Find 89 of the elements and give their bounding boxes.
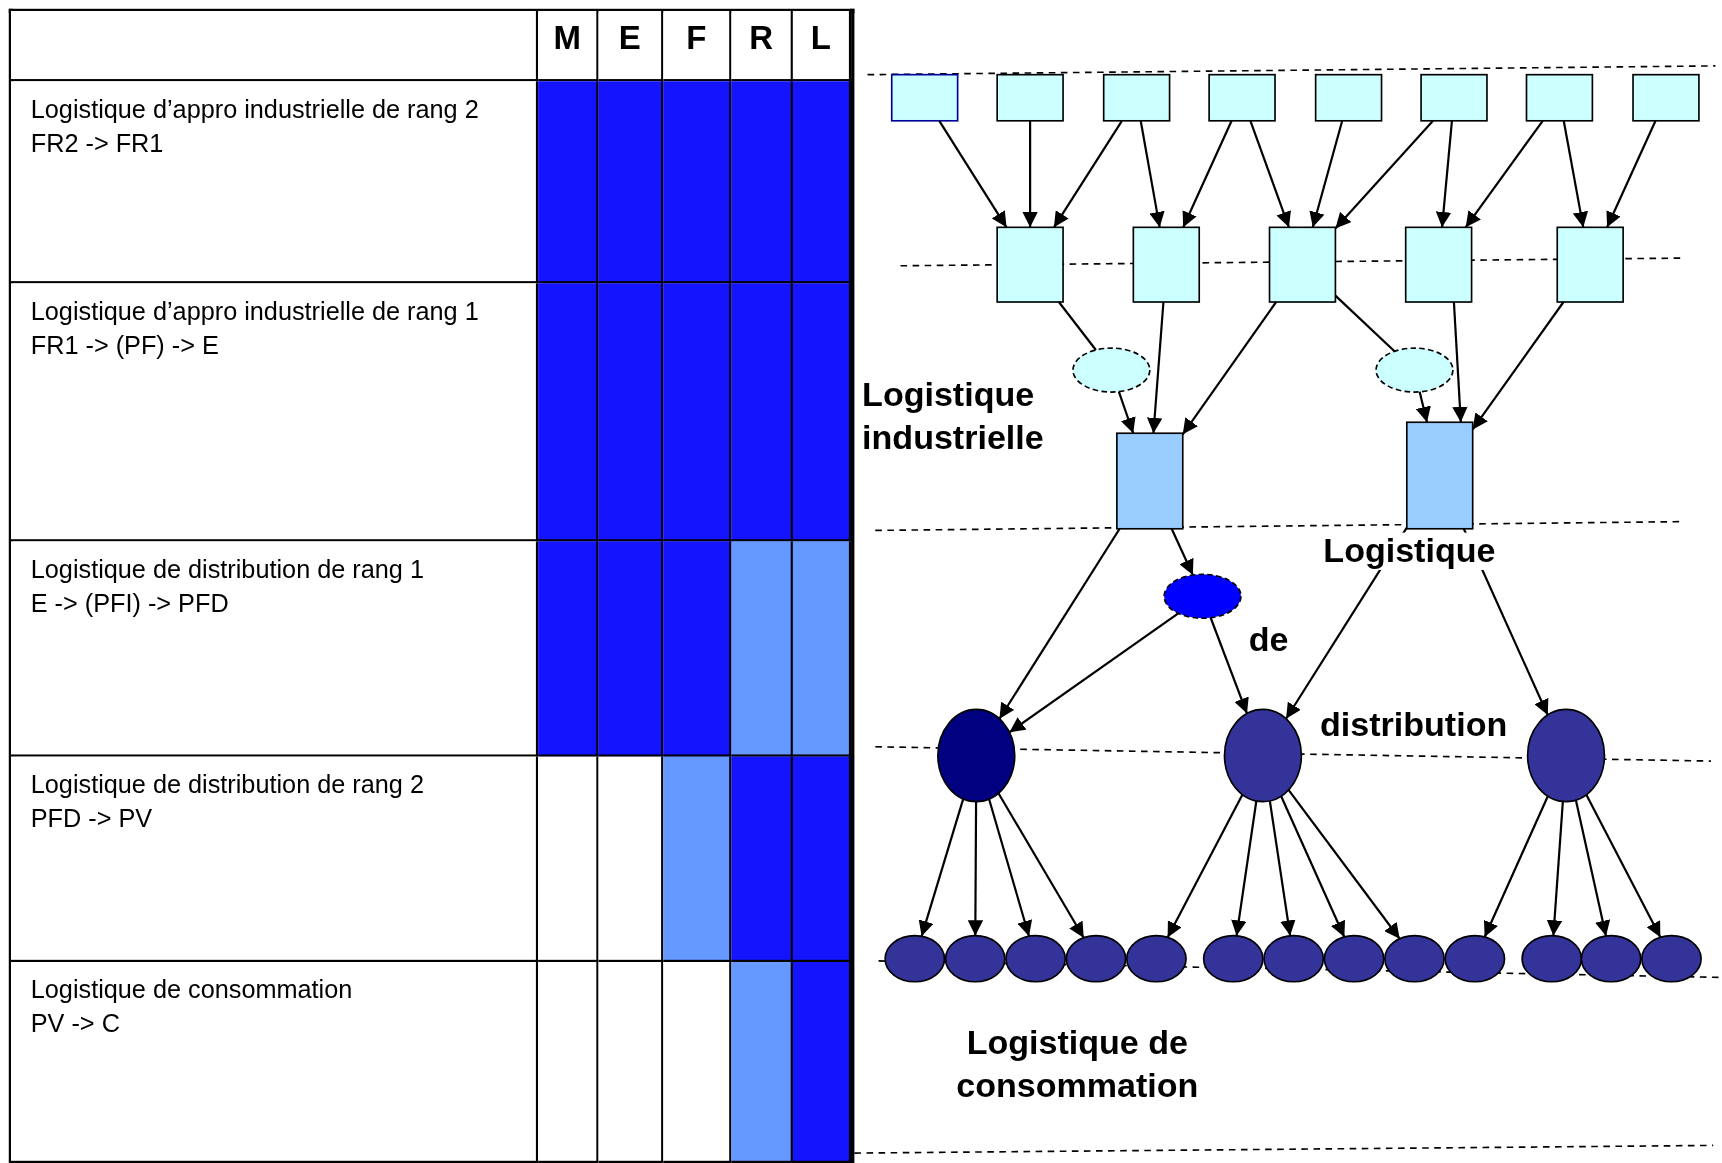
supplier-box xyxy=(1525,73,1594,122)
section-label: Logistique industrielle xyxy=(862,374,1045,459)
arrow xyxy=(1209,617,1249,714)
distribution-circle xyxy=(1526,708,1606,803)
arrow xyxy=(1181,301,1277,435)
retail-ellipse xyxy=(1384,934,1445,983)
arrow xyxy=(1170,528,1194,576)
supplier-box xyxy=(996,73,1064,122)
warehouse-ellipse xyxy=(1163,573,1242,620)
arrow xyxy=(938,120,1008,228)
arrow xyxy=(1287,789,1401,940)
row-label: Logistique de distribution de rang 2 xyxy=(30,768,425,801)
row-label: Logistique d’appro industrielle de rang 2 xyxy=(30,93,480,125)
supplier-box xyxy=(1208,73,1276,122)
arrow xyxy=(1606,120,1657,228)
arrow xyxy=(1585,794,1662,938)
arrow xyxy=(967,801,984,936)
arrow xyxy=(1452,301,1468,423)
distribution-circle xyxy=(937,708,1016,803)
section-label: Logistique xyxy=(1323,532,1496,570)
row-label: Logistique de consommation xyxy=(30,974,354,1006)
arrow xyxy=(1146,301,1165,434)
retail-ellipse xyxy=(884,934,946,983)
supplier-box xyxy=(890,73,959,122)
supplier-box xyxy=(996,226,1064,303)
supplier-box xyxy=(1314,73,1383,122)
supplier-box xyxy=(1268,226,1337,303)
arrow xyxy=(997,792,1085,939)
supplier-box xyxy=(1132,226,1201,303)
column-header: M xyxy=(538,11,599,82)
dashed-ellipse xyxy=(1375,347,1454,393)
arrow xyxy=(1166,794,1244,938)
retail-ellipse xyxy=(1263,934,1325,983)
arrow xyxy=(1334,120,1434,230)
arrow xyxy=(1182,120,1233,228)
supplier-box xyxy=(1404,226,1473,303)
column-header: E xyxy=(598,11,664,82)
factory-box xyxy=(1116,432,1184,530)
arrow xyxy=(1471,301,1565,431)
distribution-circle xyxy=(1223,708,1303,803)
arrow xyxy=(1139,120,1165,228)
arrow xyxy=(1309,120,1344,228)
retail-ellipse xyxy=(1323,934,1385,983)
arrow xyxy=(1562,120,1589,228)
arrow xyxy=(1464,120,1544,228)
retail-ellipse xyxy=(1641,934,1702,983)
arrow xyxy=(1280,795,1346,938)
arrow xyxy=(1231,800,1258,936)
column-header: R xyxy=(731,11,793,82)
retail-ellipse xyxy=(1125,934,1187,983)
arrow xyxy=(998,528,1121,720)
arrow xyxy=(1546,801,1564,936)
row-formula: FR2 -> FR1 xyxy=(30,127,164,160)
row-label: Logistique d’appro industrielle de rang 1 xyxy=(30,295,480,328)
retail-ellipse xyxy=(1065,934,1127,983)
row-label: Logistique de distribution de rang 1 xyxy=(30,553,425,586)
dashed-ellipse xyxy=(1072,347,1151,393)
arrow xyxy=(1249,120,1291,228)
column-header: F xyxy=(663,11,732,82)
arrow xyxy=(1022,120,1038,228)
supplier-box xyxy=(1102,73,1171,122)
arrow xyxy=(918,798,965,937)
column-header: L xyxy=(792,11,852,82)
retail-ellipse xyxy=(944,934,1006,983)
arrow xyxy=(1574,799,1611,937)
arrow xyxy=(1117,391,1136,434)
retail-ellipse xyxy=(1521,934,1583,983)
arrow xyxy=(1268,800,1296,936)
row-formula: E -> (PFI) -> PFD xyxy=(30,587,229,620)
retail-ellipse xyxy=(1580,934,1642,983)
row-formula: PV -> C xyxy=(30,1008,120,1040)
arrow xyxy=(1415,391,1431,423)
section-label: de xyxy=(1248,619,1289,661)
row-formula: PFD -> PV xyxy=(30,802,153,835)
section-label: Logistique de consommation xyxy=(955,1022,1200,1107)
arrow xyxy=(1483,795,1549,938)
supplier-box xyxy=(1632,73,1700,122)
arrow xyxy=(988,798,1033,937)
retail-ellipse xyxy=(1444,934,1506,983)
arrow xyxy=(1053,120,1123,228)
factory-box xyxy=(1405,421,1474,530)
retail-ellipse xyxy=(1005,934,1067,983)
retail-ellipse xyxy=(1202,934,1264,983)
row-formula: FR1 -> (PF) -> E xyxy=(30,329,219,362)
section-label: distribution xyxy=(1320,704,1508,746)
supplier-box xyxy=(1420,73,1488,122)
arrow xyxy=(1008,612,1179,734)
supplier-box xyxy=(1556,226,1624,303)
arrow xyxy=(1435,120,1454,228)
